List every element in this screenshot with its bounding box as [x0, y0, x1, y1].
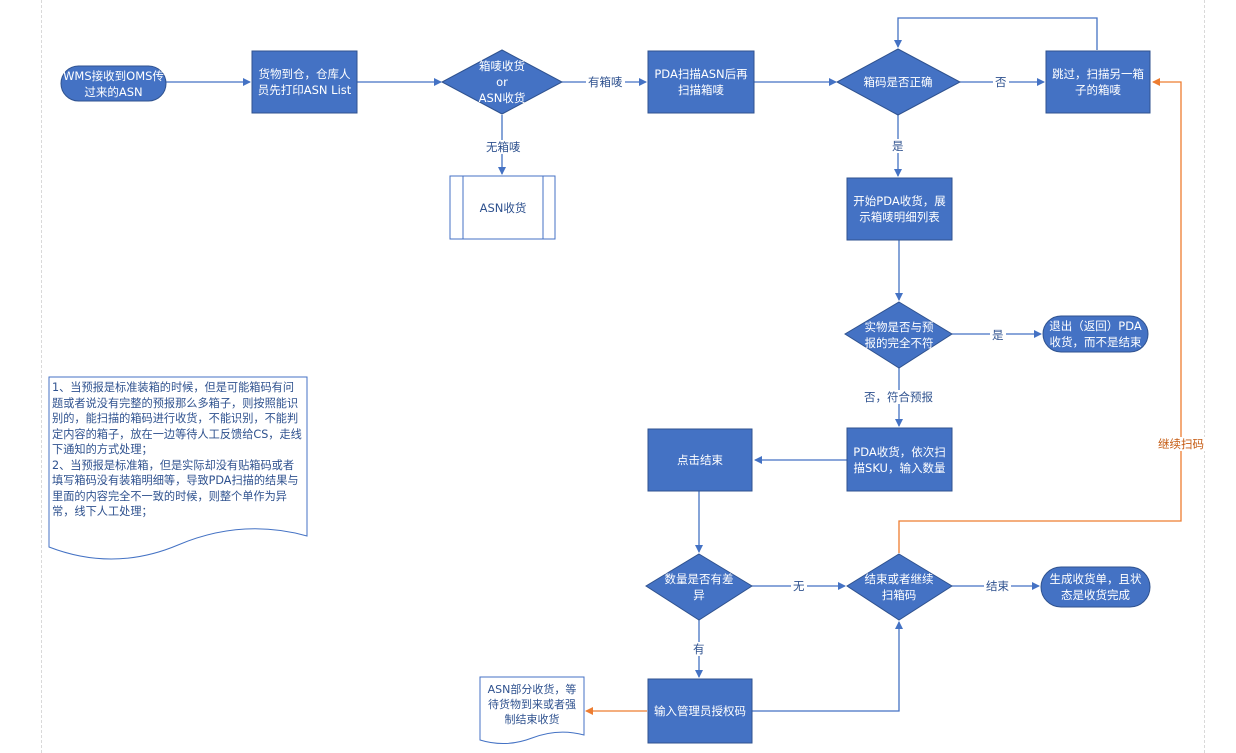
- edge-label-has-box-mark: 有箱唛: [586, 75, 625, 89]
- decision-box-or-asn: [440, 49, 564, 115]
- edge-continue-scan-feedback: [898, 78, 1182, 553]
- start-pda-receive-node: [846, 177, 953, 241]
- edge-label-no-box-mark: 无箱唛: [484, 140, 523, 154]
- pda-scan-sku-node: [846, 427, 953, 492]
- admin-auth-node: [647, 678, 753, 744]
- edge-label-has: 有: [691, 642, 707, 656]
- goods-arrive-node: [251, 50, 358, 114]
- edge-label-no: 否: [993, 75, 1009, 89]
- pda-scan-asn-node: [647, 50, 755, 114]
- partial-receive-document-shape: [479, 676, 585, 744]
- edge-admin-auth-to-finish-continue: [752, 621, 903, 712]
- decision-qty-diff: [645, 553, 753, 621]
- edge-label-continue-scan: 继续扫码: [1156, 437, 1206, 451]
- decision-finish-continue: [846, 553, 953, 621]
- process-note: 1、当预报是标准装箱的时候，但是可能箱码有问题或者说没有完整的预报那么多箱子，则…: [52, 381, 302, 518]
- note-document-shape: [48, 376, 308, 560]
- start-node: [60, 65, 167, 102]
- exit-receive-node: [1042, 315, 1149, 353]
- click-finish-node: [647, 428, 753, 492]
- edge-label-yes-down: 是: [890, 139, 906, 153]
- edge-label-yes-right: 是: [990, 328, 1006, 342]
- decision-mismatch: [844, 301, 953, 369]
- asn-receive-node: [449, 175, 556, 240]
- edge-label-no-matches-forecast: 否，符合预报: [862, 390, 935, 404]
- edge-label-none: 无: [791, 579, 807, 593]
- page-guide-left: [41, 0, 42, 753]
- edge-label-finish: 结束: [984, 579, 1011, 593]
- edge-skip-loop-back: [894, 17, 1098, 50]
- skip-box-node: [1045, 50, 1151, 114]
- page-guide-right: [1204, 0, 1205, 753]
- generate-receipt-node: [1040, 566, 1151, 608]
- decision-box-code: [835, 48, 962, 116]
